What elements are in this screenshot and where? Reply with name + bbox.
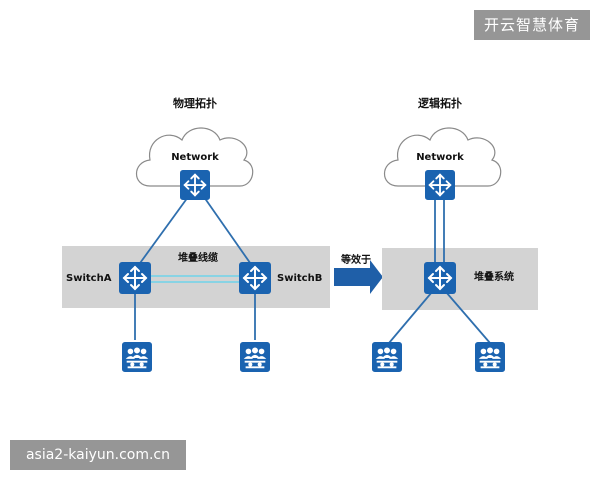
network-cloud-left xyxy=(135,127,254,187)
cloud-label-left: Network xyxy=(171,152,219,163)
network-cloud-right xyxy=(383,127,502,187)
physical-topology-title: 物理拓扑 xyxy=(173,96,217,110)
switch-a-label: SwitchA xyxy=(66,273,112,284)
user-group-icon xyxy=(372,342,402,372)
switch-b-label: SwitchB xyxy=(277,273,322,284)
user-group-icon xyxy=(475,342,505,372)
watermark-bottom-left: asia2-kaiyun.com.cn xyxy=(10,440,186,470)
core-switch-icon-left xyxy=(180,170,210,200)
user-group-icon xyxy=(122,342,152,372)
switch-a-icon xyxy=(119,262,151,294)
core-switch-icon-right xyxy=(425,170,455,200)
stack-band-left xyxy=(62,246,330,308)
uplink-a xyxy=(134,196,189,271)
cloud-label-right: Network xyxy=(416,152,464,163)
downlink-logical-left xyxy=(388,291,433,344)
stack-system-switch-icon xyxy=(424,262,456,294)
switch-b-icon xyxy=(239,262,271,294)
stack-band-right xyxy=(382,248,538,310)
equivalent-arrow xyxy=(334,260,383,294)
uplink-b xyxy=(203,196,256,271)
watermark-top-right: 开云智慧体育 xyxy=(474,10,590,40)
stack-cable-label: 堆叠线缆 xyxy=(178,251,218,264)
stack-system-label: 堆叠系统 xyxy=(474,270,514,283)
equivalent-label: 等效于 xyxy=(341,253,371,266)
user-group-icon xyxy=(240,342,270,372)
logical-topology-title: 逻辑拓扑 xyxy=(418,96,462,110)
downlink-logical-right xyxy=(445,291,491,344)
